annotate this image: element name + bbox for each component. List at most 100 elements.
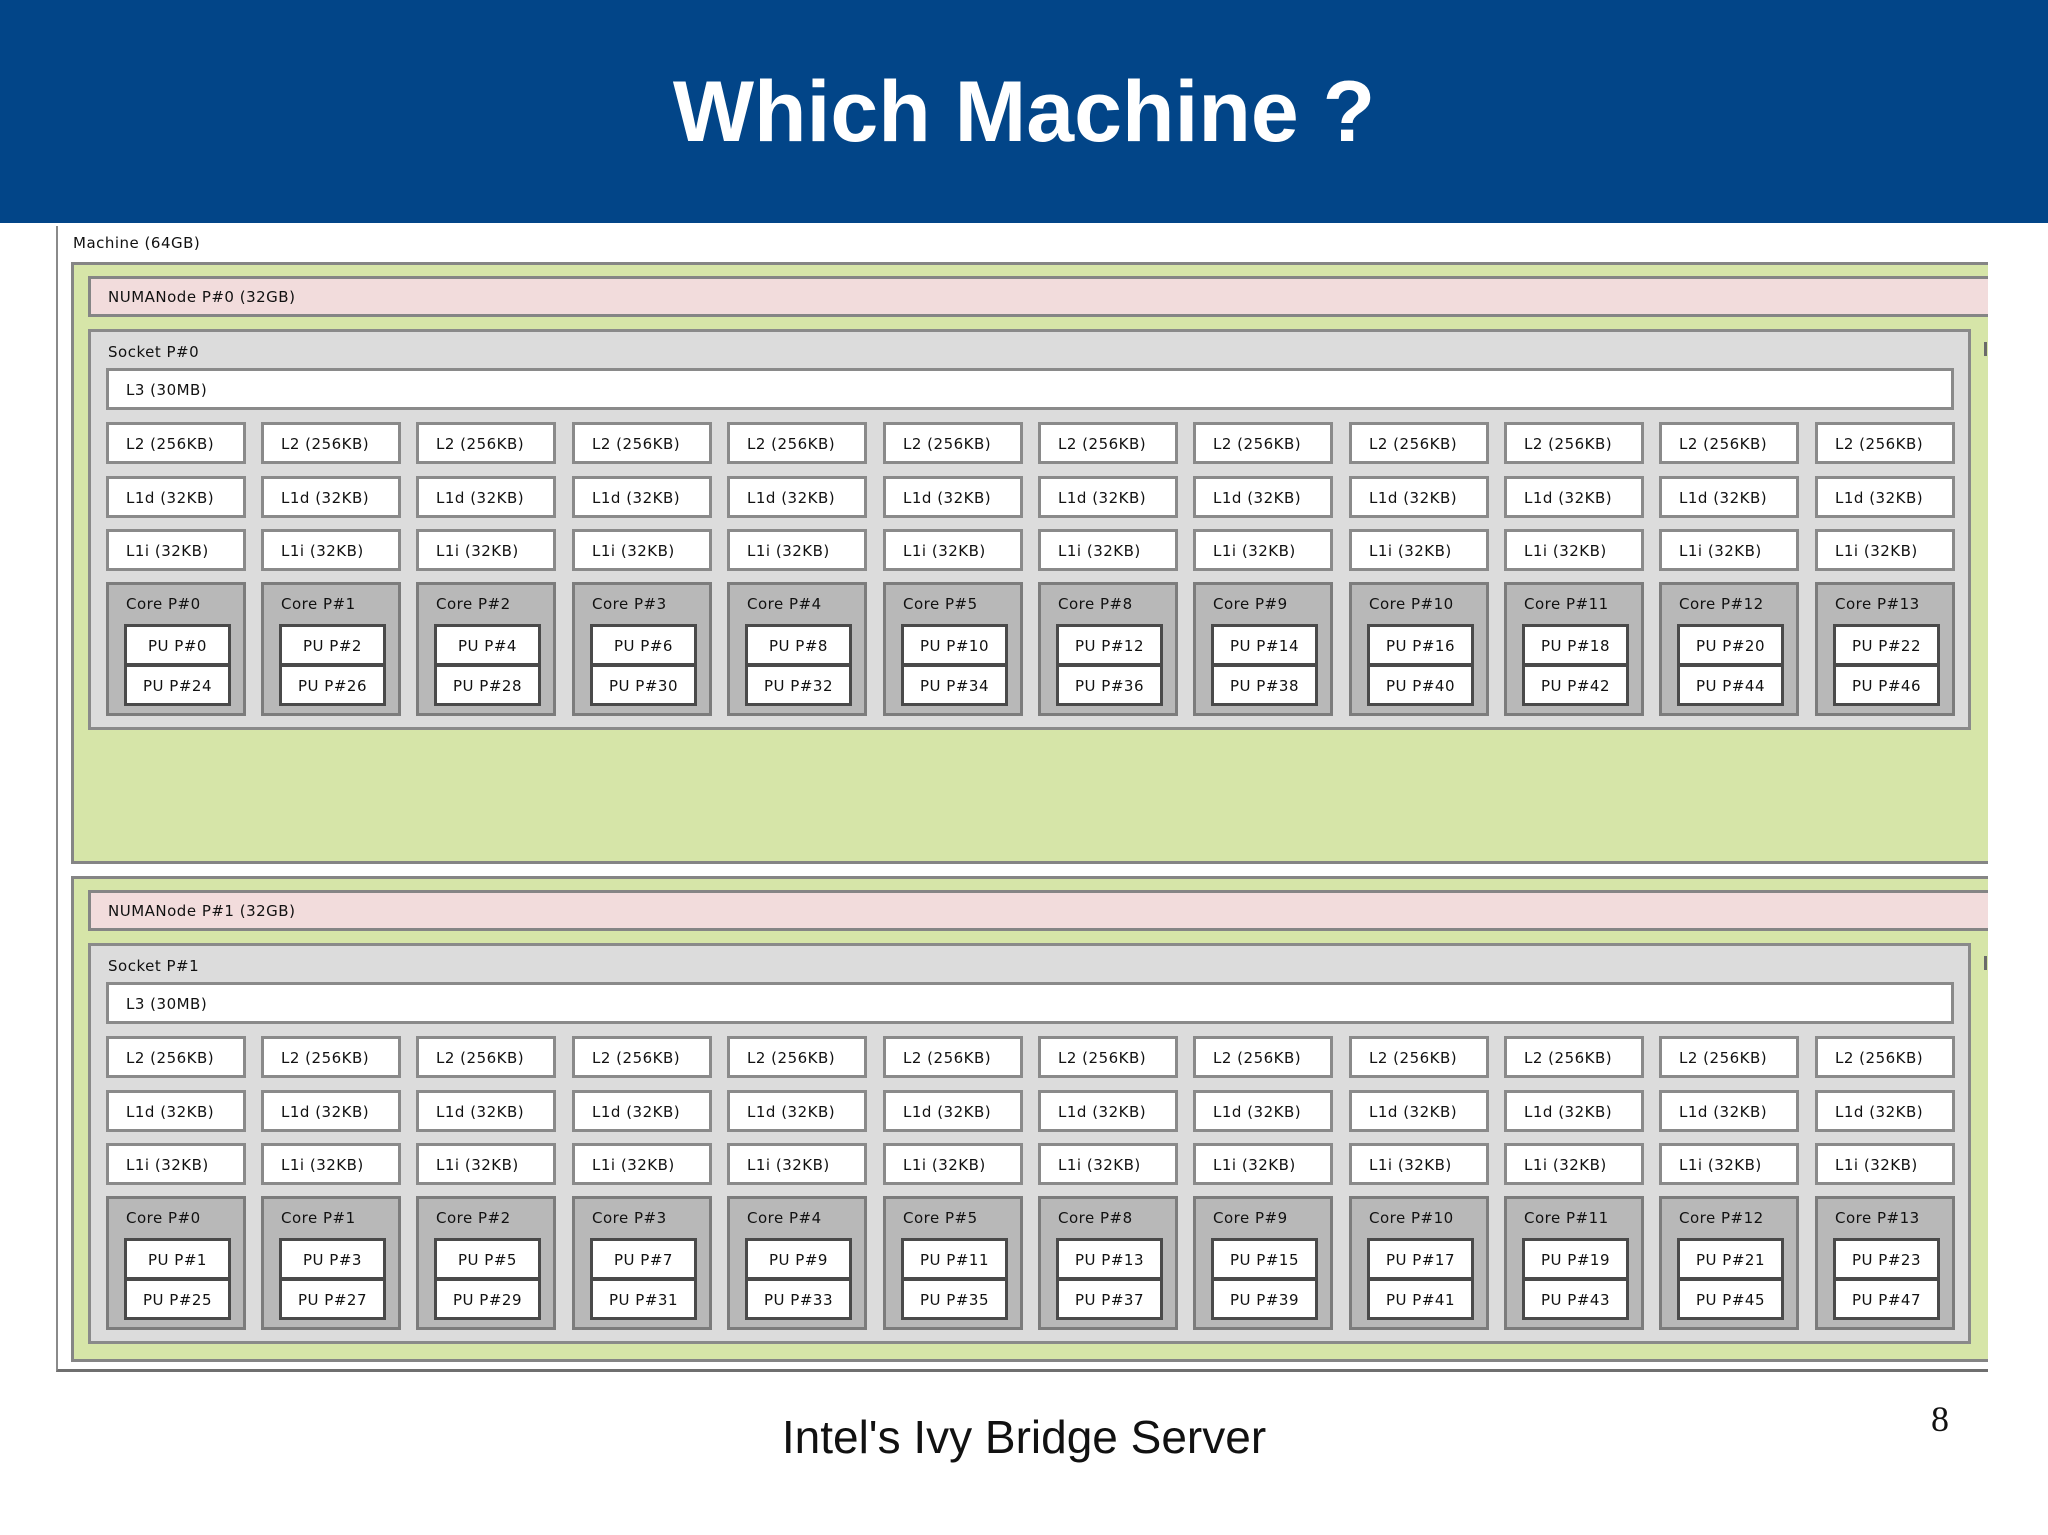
l1i-cache: L1i (32KB): [727, 1143, 867, 1185]
l2-cache-label: L2 (256KB): [592, 435, 681, 453]
l1i-cache: L1i (32KB): [1659, 529, 1799, 571]
pu-label: PU P#22: [1852, 637, 1921, 655]
pu-box: PU P#4: [434, 624, 541, 666]
l1i-cache: L1i (32KB): [416, 1143, 556, 1185]
pu-label: PU P#27: [298, 1291, 367, 1309]
l1i-cache: L1i (32KB): [883, 529, 1023, 571]
pu-label: PU P#3: [303, 1251, 362, 1269]
l1i-cache: L1i (32KB): [1504, 529, 1644, 571]
pu-label: PU P#32: [764, 677, 833, 695]
core-label: Core P#2: [436, 595, 511, 613]
l1d-cache-label: L1d (32KB): [1835, 1103, 1924, 1121]
l1i-cache-label: L1i (32KB): [126, 542, 209, 560]
pu-box: PU P#33: [745, 1278, 852, 1320]
title-banner: Which Machine ?: [0, 0, 2048, 223]
pu-label: PU P#21: [1696, 1251, 1765, 1269]
l2-cache: L2 (256KB): [883, 1036, 1023, 1078]
l1d-cache-label: L1d (32KB): [1058, 1103, 1147, 1121]
l2-cache-label: L2 (256KB): [1835, 435, 1924, 453]
pu-box: PU P#43: [1522, 1278, 1629, 1320]
l1i-cache-label: L1i (32KB): [1058, 542, 1141, 560]
pu-label: PU P#5: [458, 1251, 517, 1269]
pu-label: PU P#16: [1386, 637, 1455, 655]
l1d-cache: L1d (32KB): [572, 476, 712, 518]
l1d-cache-label: L1d (32KB): [436, 1103, 525, 1121]
l1i-cache: L1i (32KB): [1815, 1143, 1955, 1185]
pu-box: PU P#29: [434, 1278, 541, 1320]
l1i-cache-label: L1i (32KB): [1524, 542, 1607, 560]
l1i-cache-label: L1i (32KB): [1835, 1156, 1918, 1174]
l2-cache-label: L2 (256KB): [1058, 1049, 1147, 1067]
pu-box: PU P#2: [279, 624, 386, 666]
pu-label: PU P#38: [1230, 677, 1299, 695]
pu-box: PU P#47: [1833, 1278, 1940, 1320]
machine-label: Machine (64GB): [73, 234, 201, 252]
l1i-cache: L1i (32KB): [1038, 1143, 1178, 1185]
machine-box: [56, 226, 1988, 1372]
pu-box: PU P#46: [1833, 664, 1940, 706]
l1d-cache-label: L1d (32KB): [436, 489, 525, 507]
l1i-cache: L1i (32KB): [1504, 1143, 1644, 1185]
pu-label: PU P#30: [609, 677, 678, 695]
pu-box: PU P#38: [1211, 664, 1318, 706]
l2-cache: L2 (256KB): [1349, 1036, 1489, 1078]
l2-cache: L2 (256KB): [1193, 422, 1333, 464]
core-label: Core P#3: [592, 595, 667, 613]
l1d-cache: L1d (32KB): [1038, 476, 1178, 518]
l1i-cache: L1i (32KB): [1349, 1143, 1489, 1185]
l1d-cache: L1d (32KB): [1504, 476, 1644, 518]
pu-label: PU P#47: [1852, 1291, 1921, 1309]
l1i-cache-label: L1i (32KB): [592, 542, 675, 560]
pu-label: PU P#24: [143, 677, 212, 695]
pu-box: PU P#19: [1522, 1238, 1629, 1280]
core-label: Core P#13: [1835, 595, 1920, 613]
pu-box: PU P#15: [1211, 1238, 1318, 1280]
l2-cache-label: L2 (256KB): [903, 1049, 992, 1067]
l1d-cache: L1d (32KB): [883, 1090, 1023, 1132]
l1i-cache-label: L1i (32KB): [747, 542, 830, 560]
l1i-cache-label: L1i (32KB): [126, 1156, 209, 1174]
pu-label: PU P#40: [1386, 677, 1455, 695]
l1d-cache-label: L1d (32KB): [592, 489, 681, 507]
pu-label: PU P#19: [1541, 1251, 1610, 1269]
pu-label: PU P#13: [1075, 1251, 1144, 1269]
pu-label: PU P#4: [458, 637, 517, 655]
pu-label: PU P#25: [143, 1291, 212, 1309]
pu-label: PU P#37: [1075, 1291, 1144, 1309]
socket-label: Socket P#0: [108, 343, 200, 361]
l1i-cache: L1i (32KB): [1349, 529, 1489, 571]
l1i-cache-label: L1i (32KB): [436, 1156, 519, 1174]
l1d-cache-label: L1d (32KB): [1213, 489, 1302, 507]
l1d-cache: L1d (32KB): [1193, 476, 1333, 518]
l1i-cache-label: L1i (32KB): [1369, 542, 1452, 560]
l1d-cache-label: L1d (32KB): [903, 1103, 992, 1121]
l1i-cache: L1i (32KB): [883, 1143, 1023, 1185]
pu-box: PU P#3: [279, 1238, 386, 1280]
pu-label: PU P#34: [920, 677, 989, 695]
l1d-cache: L1d (32KB): [261, 1090, 401, 1132]
l1d-cache-label: L1d (32KB): [126, 489, 215, 507]
numa-node-label-bar: NUMANode P#1 (32GB): [88, 890, 1988, 931]
pu-label: PU P#44: [1696, 677, 1765, 695]
l1d-cache-label: L1d (32KB): [747, 1103, 836, 1121]
pu-label: PU P#1: [148, 1251, 207, 1269]
pu-label: PU P#12: [1075, 637, 1144, 655]
l1d-cache: L1d (32KB): [1349, 1090, 1489, 1132]
l2-cache-label: L2 (256KB): [1369, 1049, 1458, 1067]
l2-cache-label: L2 (256KB): [1524, 1049, 1613, 1067]
l1d-cache: L1d (32KB): [416, 1090, 556, 1132]
pu-box: PU P#44: [1677, 664, 1784, 706]
l1d-cache-label: L1d (32KB): [1369, 1103, 1458, 1121]
pu-label: PU P#31: [609, 1291, 678, 1309]
scroll-marker: [1984, 956, 1987, 970]
l2-cache-label: L2 (256KB): [1524, 435, 1613, 453]
l1i-cache-label: L1i (32KB): [1835, 542, 1918, 560]
pu-box: PU P#14: [1211, 624, 1318, 666]
l1d-cache: L1d (32KB): [261, 476, 401, 518]
core-label: Core P#10: [1369, 595, 1454, 613]
